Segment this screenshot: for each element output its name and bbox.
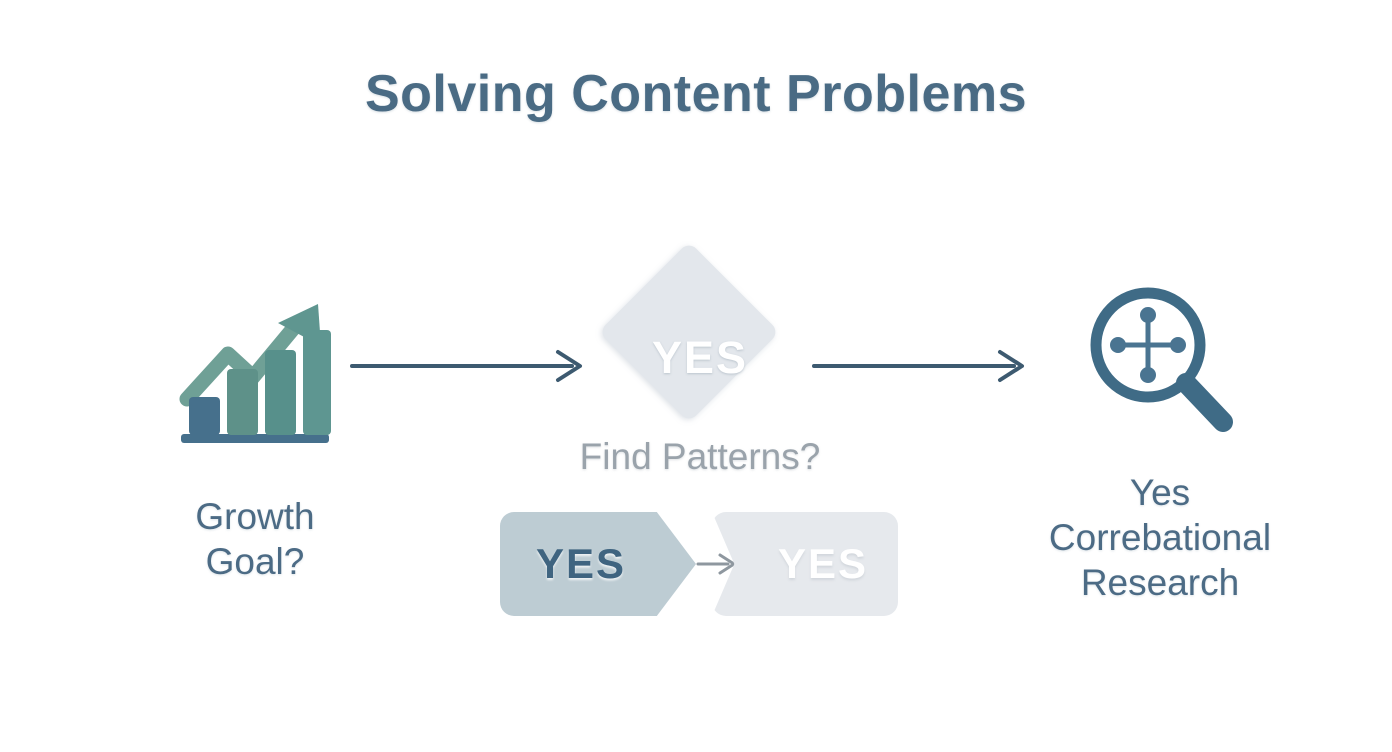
chip-connector-arrow [696, 550, 740, 578]
arrow-right-icon [812, 350, 1024, 382]
stage-growth-goal: Growth Goal? [130, 272, 380, 584]
yes-chips-row: YES YES [500, 512, 910, 616]
magnifier-network-icon [1090, 287, 1233, 432]
stage-research-label-line2: Correbational [1048, 517, 1272, 559]
stage-growth-label-line2: Goal? [205, 541, 305, 583]
chip-yes-inactive[interactable]: YES [712, 512, 898, 616]
chip-yes-active[interactable]: YES [500, 512, 696, 616]
diamond-label: YES [651, 332, 749, 383]
flow-arrow-2 [812, 348, 1030, 384]
arrow-right-small-icon [696, 553, 736, 575]
stage-correlational-research: Yes Correbational Research [1010, 272, 1310, 605]
find-patterns-caption: Find Patterns? [579, 436, 821, 477]
stage-growth-label: Growth Goal? [130, 494, 380, 584]
stage-research-label-line3: Research [1080, 562, 1240, 604]
stage-growth-label-line1: Growth [195, 496, 315, 537]
growth-chart-icon [179, 304, 331, 443]
flow-arrow-1 [350, 348, 588, 384]
stage-research-label-line1: Yes [1129, 472, 1191, 513]
growth-chart-icon-wrap [130, 272, 380, 452]
page-title: Solving Content Problems [364, 65, 1028, 123]
stage-research-label: Yes Correbational Research [1010, 470, 1310, 605]
decision-diamond[interactable]: YES [598, 241, 800, 448]
magnifier-icon-wrap [1010, 272, 1310, 452]
arrow-right-icon [350, 350, 582, 382]
